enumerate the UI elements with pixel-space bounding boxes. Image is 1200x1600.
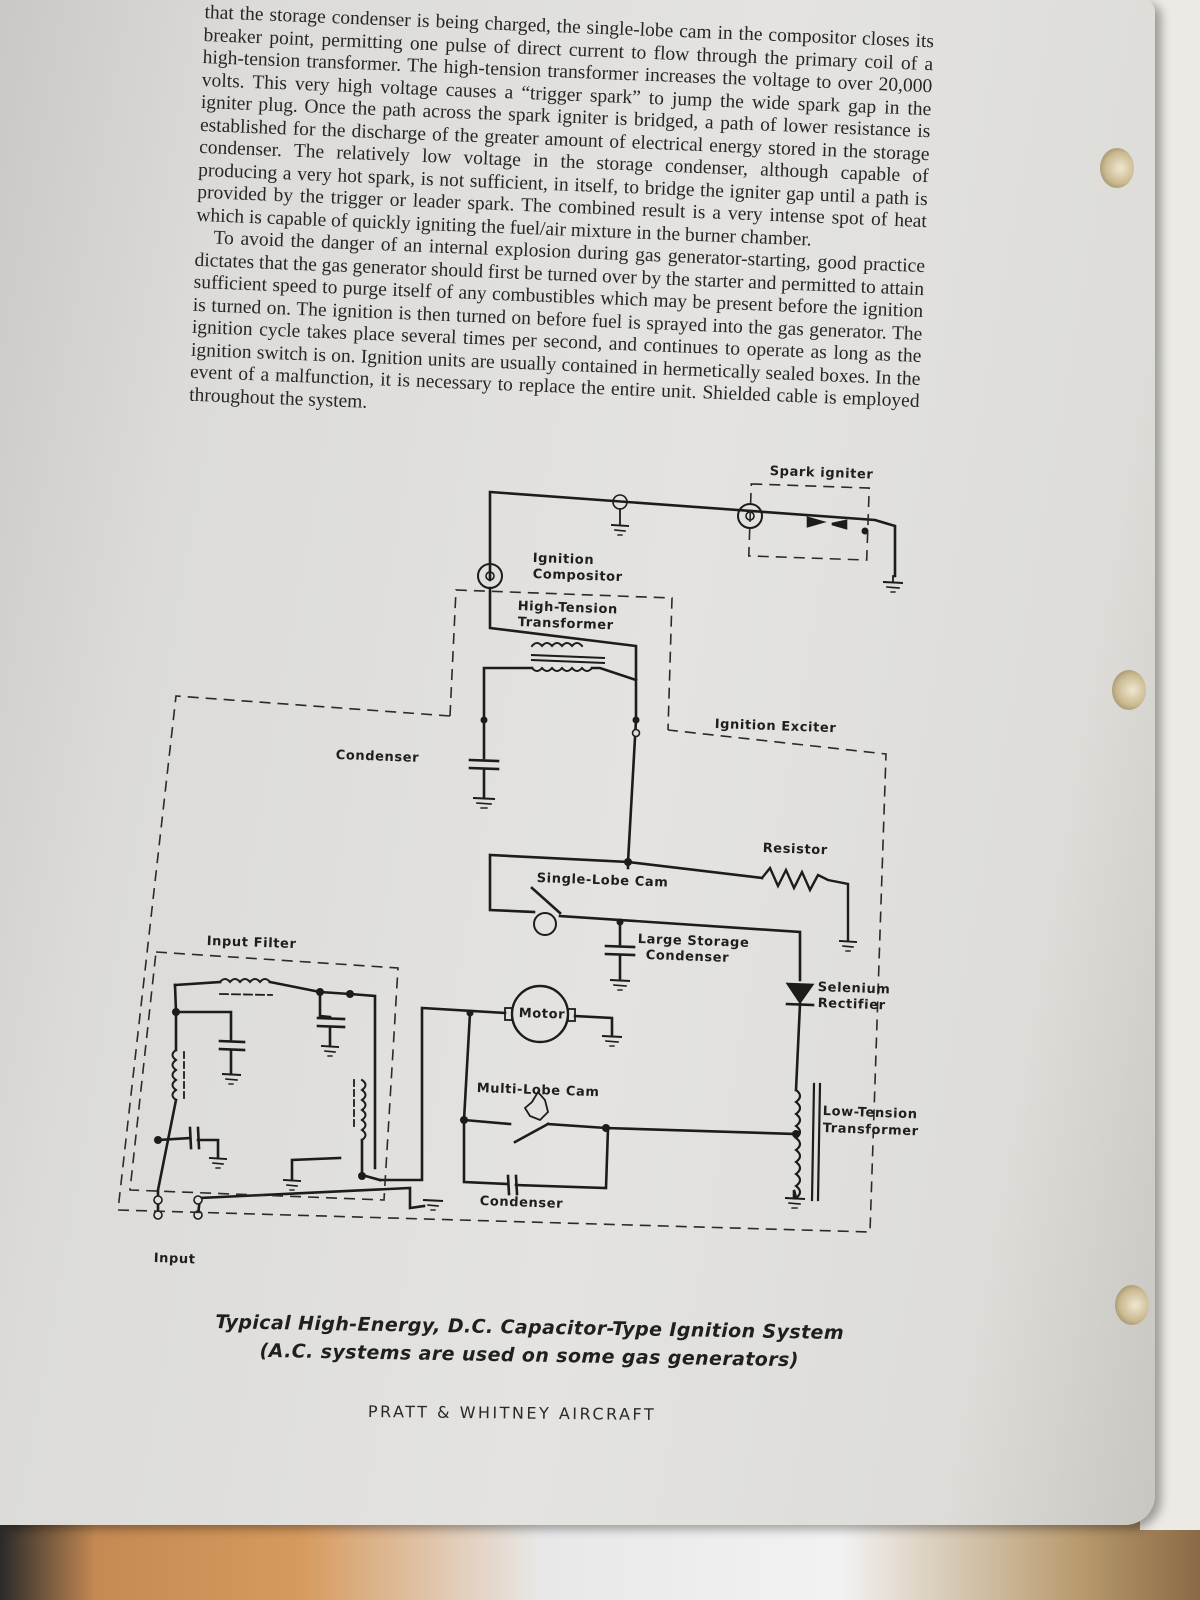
ignition-exciter-outline <box>117 695 887 1233</box>
spark-igniter-plug <box>737 503 763 529</box>
selenium-rectifier <box>785 982 815 1005</box>
ht-primary-coil <box>530 666 594 672</box>
label-large-storage-2: Condenser <box>645 947 730 966</box>
input-filter-outline <box>129 951 399 1201</box>
label-condenser-bottom: Condenser <box>479 1193 564 1212</box>
resistor-symbol <box>760 865 850 942</box>
label-input-filter: Input Filter <box>206 933 297 953</box>
label-condenser-top: Condenser <box>335 747 420 766</box>
ht-secondary-coil <box>530 642 584 648</box>
ignition-system-schematic <box>117 483 904 1233</box>
compositor-outline <box>449 589 673 731</box>
binder-hole-3 <box>1115 1285 1149 1325</box>
figure-caption: Typical High-Energy, D.C. Capacitor-Type… <box>209 1308 850 1375</box>
label-ignition-compositor-2: Compositor <box>532 566 623 586</box>
low-tension-coil <box>794 1088 802 1200</box>
book-page: that the storage condenser is being char… <box>0 0 1155 1525</box>
label-input: Input <box>153 1250 196 1268</box>
label-motor: Motor <box>518 1005 566 1023</box>
spark-igniter-outline <box>747 483 871 561</box>
filter-inductor-right <box>360 1078 367 1142</box>
label-selenium-2: Rectifier <box>817 995 886 1014</box>
hv-lead <box>488 490 897 582</box>
filter-inductor-left <box>171 1048 178 1102</box>
label-high-tension-2: Transformer <box>517 614 614 634</box>
page-footer: PRATT & WHITNEY AIRCRAFT <box>367 1402 657 1425</box>
label-low-tension-2: Transformer <box>822 1120 919 1140</box>
single-lobe-cam <box>533 912 557 936</box>
binder-hole-1 <box>1100 148 1134 188</box>
multi-lobe-cam <box>523 1090 549 1122</box>
multi-lobe-switch <box>513 1122 550 1144</box>
label-resistor: Resistor <box>762 840 829 859</box>
label-spark-igniter: Spark igniter <box>769 463 874 483</box>
filter-inductor-top <box>218 978 272 984</box>
binder-hole-2 <box>1112 670 1146 710</box>
